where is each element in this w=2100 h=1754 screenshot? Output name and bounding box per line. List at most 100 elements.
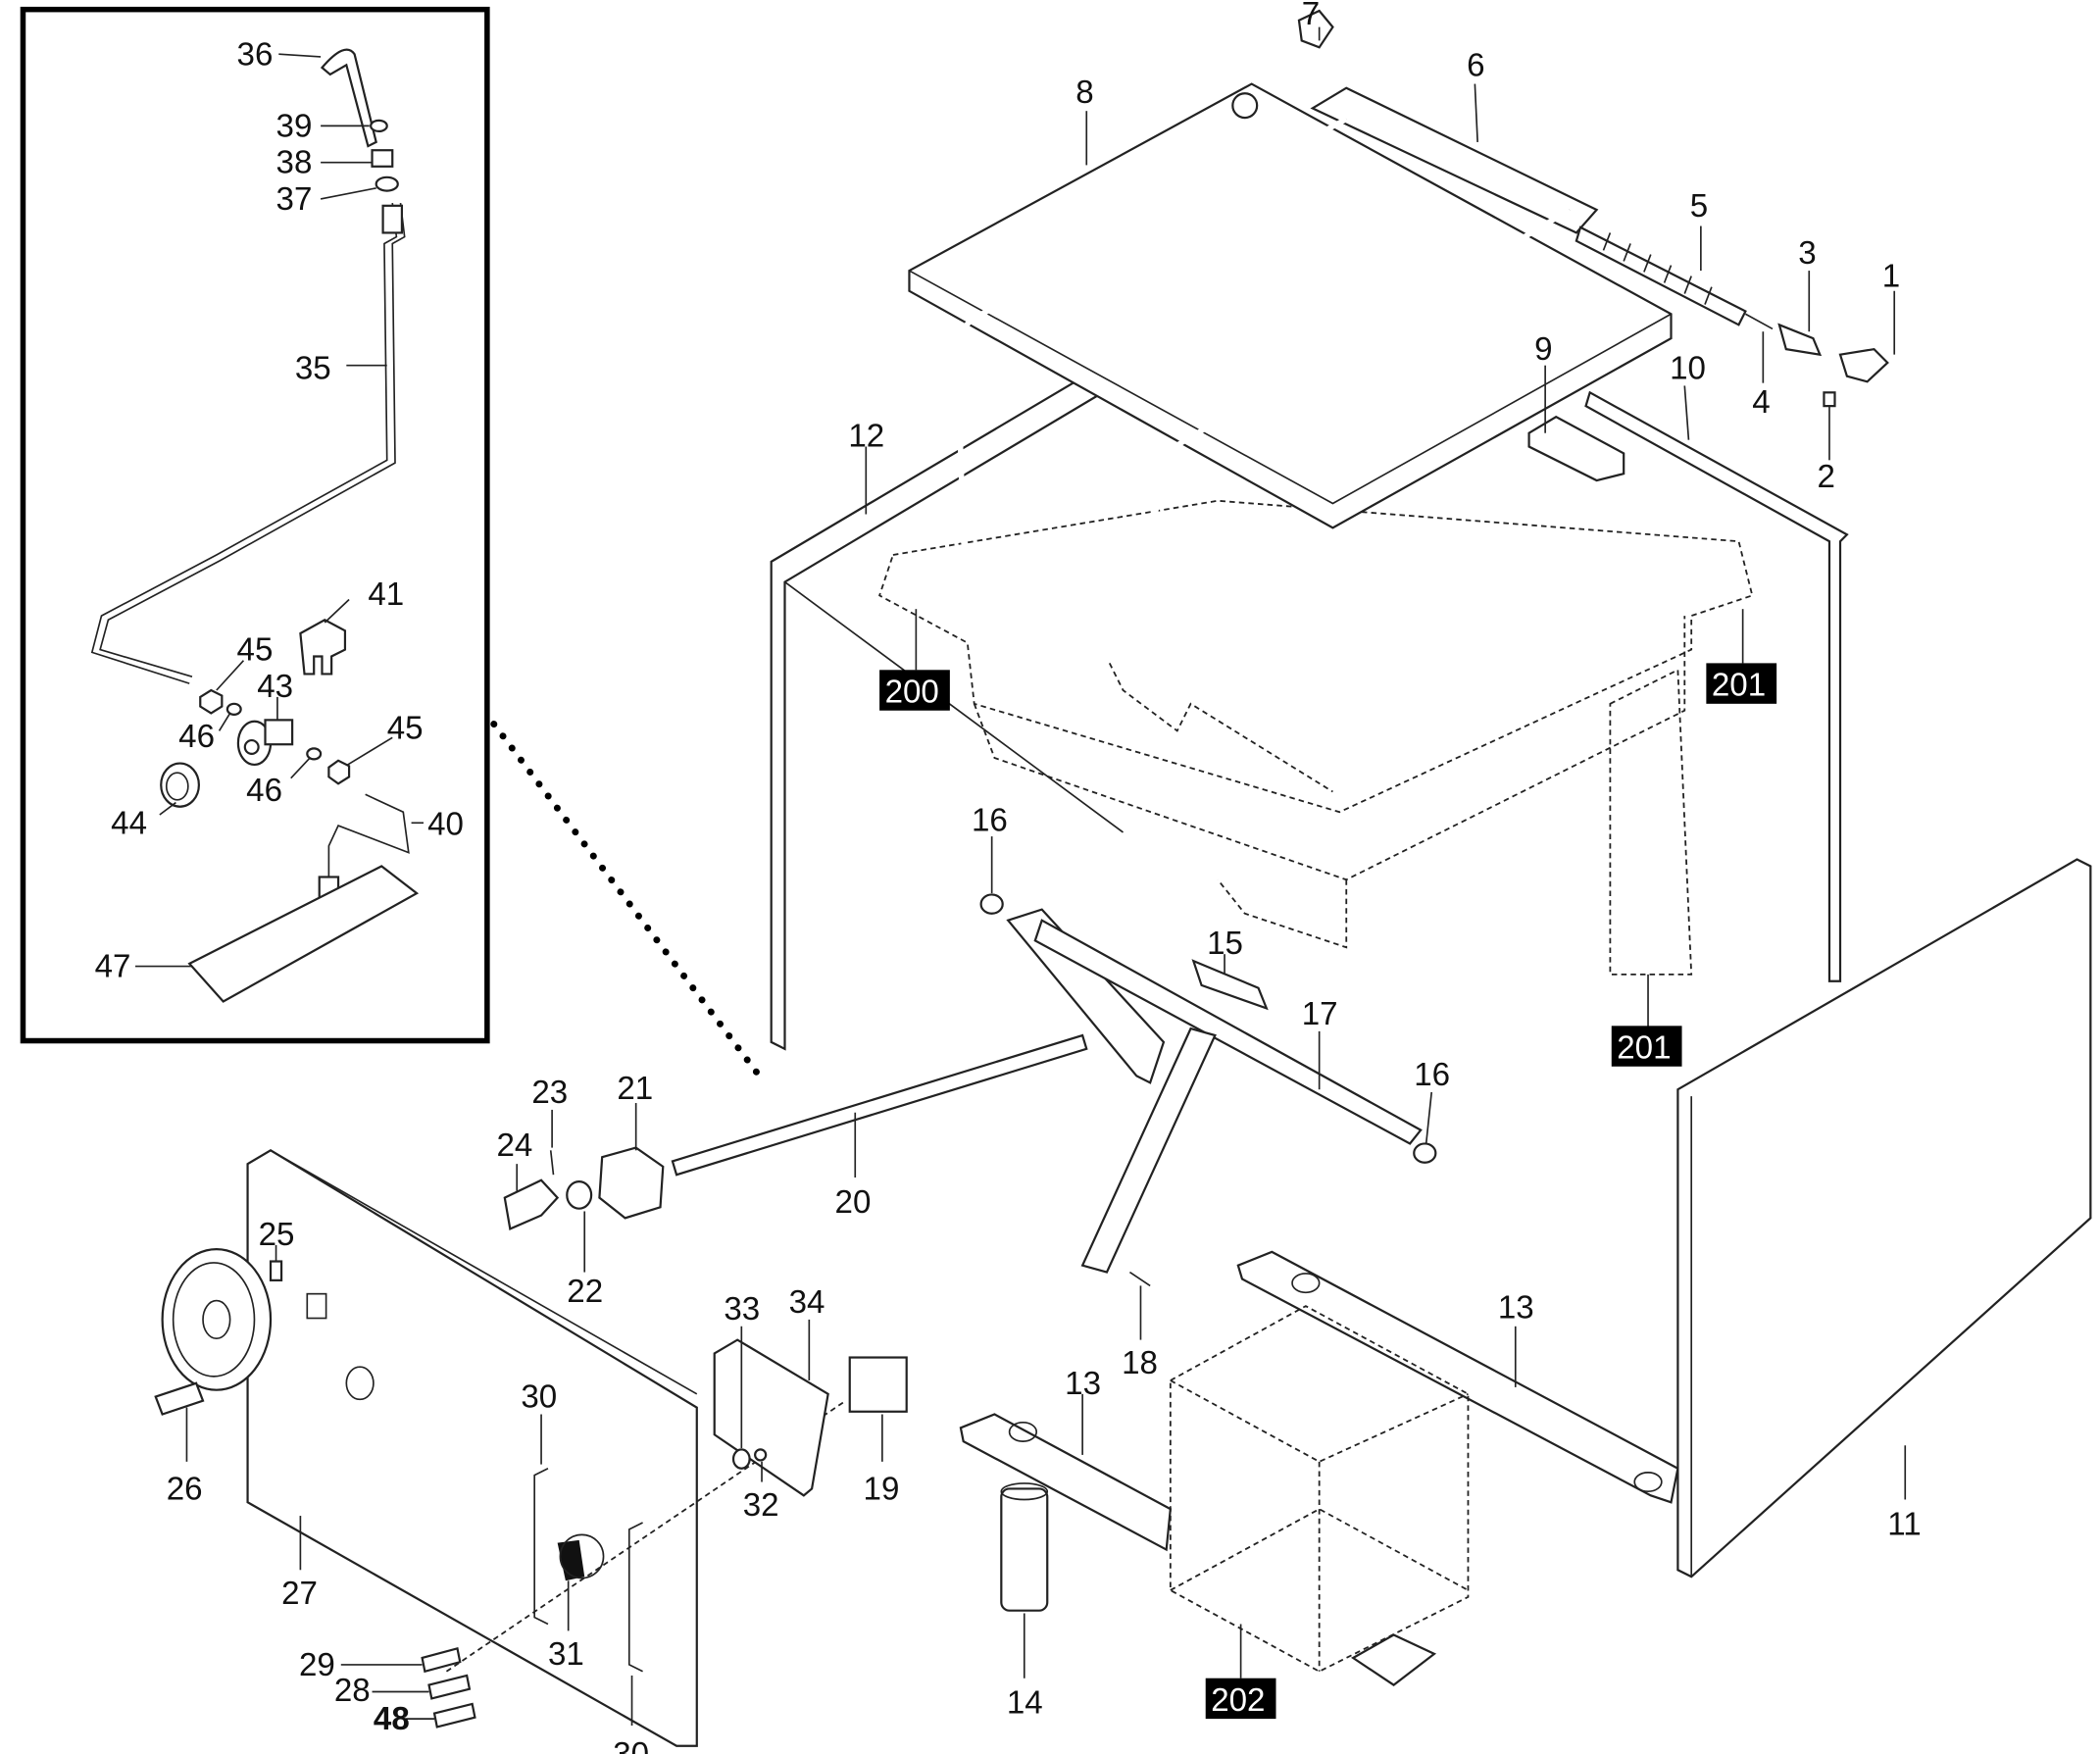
leader-36 <box>278 53 322 58</box>
label-33: 33 <box>724 1291 760 1328</box>
label-48: 48 <box>374 1701 410 1737</box>
leader-41 <box>324 598 350 624</box>
part-45-nut-a <box>199 688 224 715</box>
label-11: 11 <box>1887 1506 1921 1542</box>
part-17-shaft <box>1033 919 1423 1145</box>
part-23-pin <box>549 1150 555 1176</box>
label-31: 31 <box>548 1636 584 1673</box>
leader-46b <box>290 757 311 779</box>
part-31-plate <box>559 1533 605 1579</box>
label-19: 19 <box>864 1471 900 1507</box>
ref-202-bg <box>1205 1678 1276 1720</box>
part-13-rail-a-mount <box>1008 1421 1038 1442</box>
part-5-spring-coils <box>1602 232 1713 305</box>
part-25-screw <box>269 1260 283 1281</box>
part-44-knob-inner <box>165 772 189 801</box>
part-43-valve-stem <box>243 738 260 755</box>
part-33-grommet <box>731 1448 751 1470</box>
part-7-hinge <box>1297 9 1334 49</box>
part-13-rail-a <box>959 1413 1173 1552</box>
ref-201-b-bg <box>1611 1026 1682 1067</box>
part-30-handle-b <box>627 1522 643 1673</box>
label-27: 27 <box>281 1576 318 1612</box>
coil <box>1663 265 1673 283</box>
part-22-washer <box>566 1179 593 1210</box>
label-46-a: 46 <box>178 719 215 755</box>
label-30-a: 30 <box>521 1379 557 1416</box>
part-45-nut-b <box>327 759 351 785</box>
part-20-screw-rod <box>671 1033 1088 1177</box>
part-8-lid-hole <box>1231 92 1259 120</box>
label-35: 35 <box>295 351 331 387</box>
label-39: 39 <box>276 108 313 144</box>
label-20: 20 <box>835 1184 872 1221</box>
part-4-rod <box>1745 313 1774 330</box>
label-2: 2 <box>1818 459 1835 495</box>
part-14-leg <box>1000 1487 1049 1612</box>
part-29-fitting <box>421 1646 462 1674</box>
label-8: 8 <box>1075 75 1093 111</box>
label-13-a: 13 <box>1065 1366 1101 1402</box>
part-202-bracket <box>1351 1633 1437 1686</box>
label-21: 21 <box>617 1071 653 1107</box>
part-26-handle-grip <box>154 1381 205 1416</box>
part-16-bushing-a <box>979 893 1004 915</box>
part-28-fitting <box>427 1674 472 1700</box>
coil <box>1623 243 1631 262</box>
main-assembly: 1 2 3 4 5 6 7 8 9 10 11 12 13 13 14 15 1… <box>154 0 2092 1754</box>
part-1-lock <box>1838 347 1889 383</box>
part-48-fitting <box>432 1702 476 1729</box>
part-8-lid-edge <box>909 270 1672 505</box>
part-crank-arm <box>1006 908 1166 1084</box>
label-41: 41 <box>368 576 404 613</box>
part-24-bolt <box>503 1178 560 1230</box>
ref-201-b: 201 <box>1611 1026 1682 1067</box>
part-38-nut <box>371 149 394 168</box>
label-16-a: 16 <box>972 803 1008 839</box>
part-43-valve-body <box>264 719 294 746</box>
part-32-nut <box>754 1448 768 1462</box>
part-21-block <box>598 1146 665 1220</box>
part-40-tube <box>327 793 410 880</box>
leader-16b <box>1425 1091 1433 1144</box>
label-14: 14 <box>1007 1685 1043 1722</box>
label-10: 10 <box>1670 351 1706 387</box>
ref-202-label: 202 <box>1211 1682 1265 1719</box>
leader-37 <box>320 187 376 200</box>
label-18: 18 <box>1122 1345 1158 1381</box>
part-11-side-panel <box>1676 858 2092 1579</box>
label-47: 47 <box>95 949 131 985</box>
part-26-handwheel <box>161 1248 273 1391</box>
leader-10 <box>1683 385 1690 440</box>
ref-201-a: 201 <box>1706 663 1777 704</box>
coil <box>1704 286 1713 305</box>
ref-201-a-label: 201 <box>1712 668 1766 704</box>
label-4: 4 <box>1752 384 1770 421</box>
part-18-pin <box>1128 1271 1151 1287</box>
label-17: 17 <box>1302 996 1338 1032</box>
part-15-sleeve <box>1191 959 1269 1011</box>
part-6-hinge-bar <box>1310 86 1599 234</box>
part-30-handle-a <box>533 1467 549 1626</box>
leader-45b <box>347 736 393 766</box>
label-32: 32 <box>743 1487 779 1524</box>
part-16-bushing-b <box>1413 1142 1437 1164</box>
part-26-handwheel-hub <box>202 1299 231 1340</box>
part-200-tank-lip-hidden <box>1108 662 1333 793</box>
label-30-b: 30 <box>613 1736 649 1754</box>
inset-link-dots <box>490 721 769 1086</box>
coil <box>1683 276 1692 294</box>
label-34: 34 <box>789 1284 825 1321</box>
part-46-ring-b <box>306 747 323 761</box>
ref-200-bg <box>879 670 950 711</box>
part-201-leg-hidden <box>1609 668 1693 976</box>
label-37: 37 <box>276 181 313 218</box>
leader-6 <box>1474 83 1478 142</box>
coil <box>1643 254 1652 273</box>
ref-200-label: 200 <box>885 674 939 710</box>
part-handle-frame-inner <box>954 117 1572 612</box>
label-36: 36 <box>237 36 274 73</box>
part-47-plate <box>187 865 420 1003</box>
ref-202: 202 <box>1205 1678 1276 1720</box>
